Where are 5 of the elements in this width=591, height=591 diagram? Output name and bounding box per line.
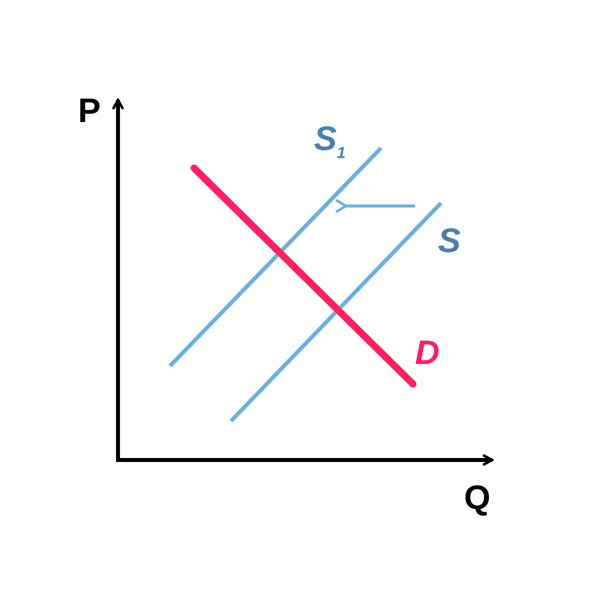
axis-label: Q [464,481,490,515]
curve-label: D [415,336,440,370]
axis-label: P [78,94,101,128]
curve-label: S [438,224,461,258]
curve-label: S$_{1}$ [314,122,346,162]
